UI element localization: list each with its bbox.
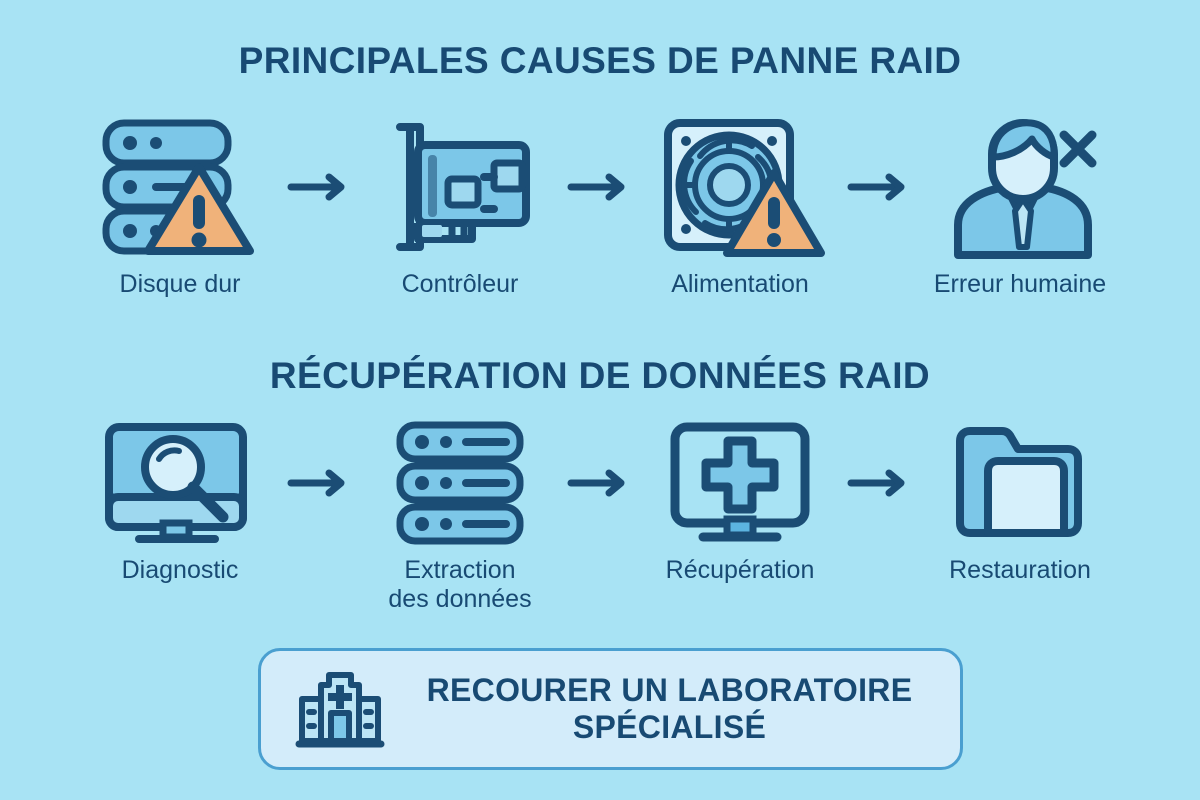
specialized-lab-banner[interactable]: RECOURER UN LABORATOIRE SPÉCIALISÉ [258,648,963,770]
monitor-magnifier-icon [90,418,270,548]
step-disque-dur: Disque dur [80,112,280,299]
arrow-right-icon [847,173,905,201]
lab-building-icon [295,669,385,749]
arrow-right-icon [847,469,905,497]
connector-6 [840,418,920,548]
arrow-right-icon [287,469,345,497]
arrow-right-icon [567,469,625,497]
connector-4 [280,418,360,548]
hard-disk-warning-icon [90,112,270,262]
step-restauration: Restauration [920,418,1120,585]
step-recuperation: Récupération [640,418,840,585]
causes-step-row: Disque dur [80,112,1120,299]
step-label: Alimentation [671,270,809,298]
step-label: Restauration [949,556,1091,584]
recovery-step-row: Diagnostic [80,418,1120,614]
connector-2 [560,112,640,262]
step-label: Erreur humaine [933,270,1107,298]
step-label: Contrôleur [401,270,519,298]
step-alimentation: Alimentation [640,112,840,299]
person-error-icon [930,112,1110,262]
power-supply-fan-warning-icon [650,112,830,262]
step-label: Disque dur [119,270,241,298]
step-extraction-donnees: Extraction des données [360,418,560,614]
step-diagnostic: Diagnostic [80,418,280,585]
banner-label: RECOURER UN LABORATOIRE SPÉCIALISÉ [426,671,913,745]
section-title-recuperation: RÉCUPÉRATION DE DONNÉES RAID [269,355,931,396]
section-title-causes: PRINCIPALES CAUSES DE PANNE RAID [238,40,962,81]
folder-icon [930,418,1110,548]
step-controleur: Contrôleur [360,112,560,299]
arrow-right-icon [287,173,345,201]
step-label: Diagnostic [121,556,239,584]
step-label: Extraction des données [388,556,532,613]
monitor-plus-icon [650,418,830,548]
step-label: Récupération [665,556,815,584]
raid-controller-card-icon [370,112,550,262]
connector-5 [560,418,640,548]
connector-1 [280,112,360,262]
server-stack-icon [370,418,550,548]
step-erreur-humaine: Erreur humaine [920,112,1120,299]
arrow-right-icon [567,173,625,201]
connector-3 [840,112,920,262]
